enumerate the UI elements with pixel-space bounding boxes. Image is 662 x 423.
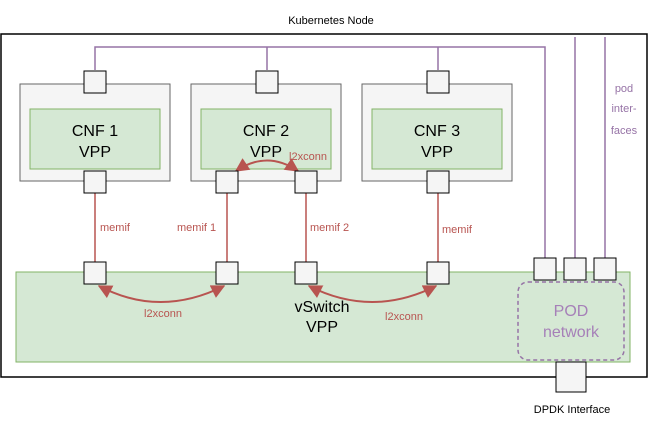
dpdk-interface-label: DPDK Interface [534, 404, 610, 416]
pod-network-port-2 [563, 257, 587, 281]
vswitch-memif-port-2 [215, 261, 239, 285]
cnf-1-pod-port [83, 70, 107, 94]
cnf2-l2xconn-arrow [234, 158, 300, 172]
vswitch-title: vSwitch [294, 299, 349, 316]
vswitch-box [15, 271, 631, 363]
vswitch-memif-port-3 [294, 261, 318, 285]
memif-label-4: memif [442, 224, 473, 236]
memif-label-2: memif 1 [177, 222, 216, 234]
pod-interfaces-label-2: inter- [611, 103, 636, 115]
pod-network-title: POD [554, 303, 589, 320]
cnf-3-subtitle: VPP [421, 144, 453, 161]
cnf-3-pod-port [426, 70, 450, 94]
l2xconn-arrows [97, 158, 438, 303]
l2xconn-label-cnf2: l2xconn [289, 151, 327, 163]
vswitch-l2xconn-arrow-left [97, 285, 226, 303]
l2xconn-label-right: l2xconn [385, 311, 423, 323]
cnf-1-inner [29, 108, 161, 170]
vswitch-memif-port-4 [426, 261, 450, 285]
pod-network-port-1 [533, 257, 557, 281]
pod-interfaces-label-3: faces [611, 125, 638, 137]
cnf-3-title: CNF 3 [414, 123, 460, 140]
cnf-2-pod-port [255, 70, 279, 94]
pod-interface-lines [94, 37, 606, 258]
pod-interfaces-label-1: pod [615, 83, 633, 95]
l2xconn-label-left: l2xconn [144, 308, 182, 320]
pod-network-port-3 [593, 257, 617, 281]
pod-network-subtitle: network [543, 324, 600, 341]
memif-label-1: memif [100, 222, 131, 234]
vswitch-subtitle: VPP [306, 319, 338, 336]
cnf-1-memif-port [83, 170, 107, 194]
interface-squares [83, 70, 617, 393]
pod-network-box [517, 281, 625, 361]
cnf-1: CNF 1 VPP [19, 83, 171, 182]
memif-lines [94, 193, 439, 262]
cnf-3-inner [371, 108, 503, 170]
vswitch-l2xconn-arrow-right [307, 285, 438, 303]
cnf-2-title: CNF 2 [243, 123, 289, 140]
memif-label-3: memif 2 [310, 222, 349, 234]
vswitch-memif-port-1 [83, 261, 107, 285]
dpdk-port [555, 361, 587, 393]
cnf-3: CNF 3 VPP [361, 83, 513, 182]
cnf-3-memif-port [426, 170, 450, 194]
cnf-2: CNF 2 VPP [190, 83, 342, 182]
kubernetes-node-label: Kubernetes Node [288, 15, 374, 27]
cnf-1-title: CNF 1 [72, 123, 118, 140]
cnf-1-subtitle: VPP [79, 144, 111, 161]
cnf-2-memif-port-2 [294, 170, 318, 194]
cnf-2-memif-port-1 [215, 170, 239, 194]
cnf-2-subtitle: VPP [250, 144, 282, 161]
